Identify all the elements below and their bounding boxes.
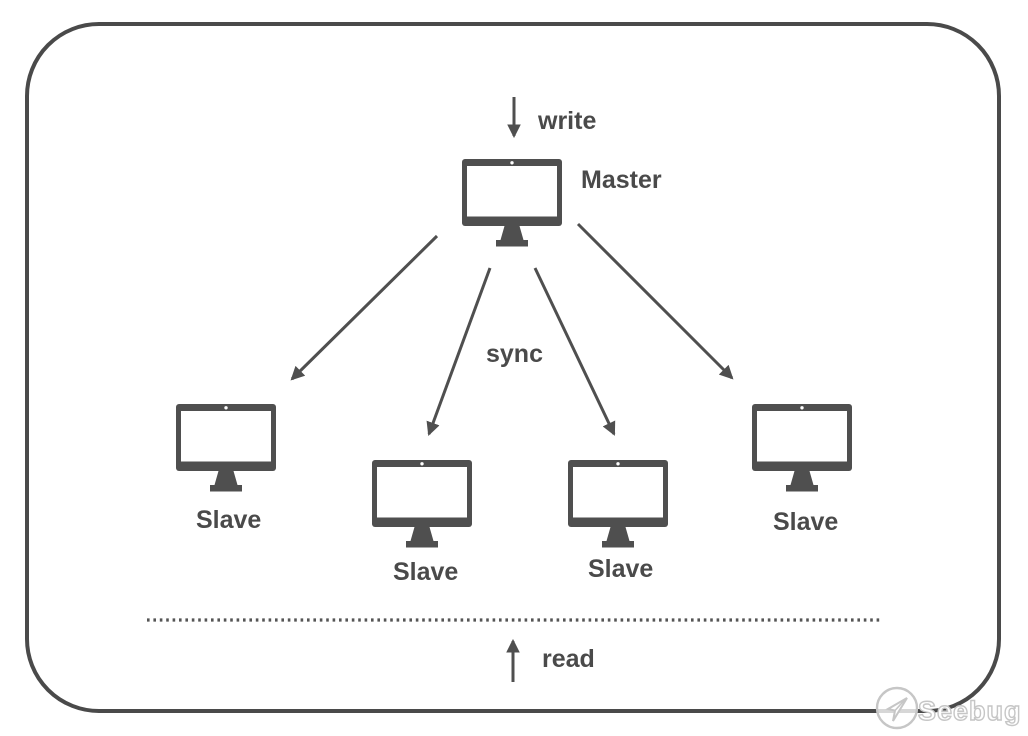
master-label: Master (581, 166, 662, 194)
read-label: read (542, 645, 595, 673)
slave-3-label: Slave (588, 555, 654, 583)
seebug-watermark: Seebug (874, 684, 1022, 732)
master-monitor-icon (462, 159, 562, 247)
slave-4-monitor-icon (752, 404, 852, 492)
seebug-logo-icon (875, 686, 919, 730)
sync-label: sync (486, 340, 543, 368)
slave-1-label: Slave (196, 506, 262, 534)
sync-arrow-2 (426, 267, 492, 436)
slave-2-monitor-icon (372, 460, 472, 548)
sync-arrow-1 (290, 234, 439, 381)
slave-2-label: Slave (393, 558, 459, 586)
write-label: write (538, 107, 597, 135)
slave-3-monitor-icon (568, 460, 668, 548)
sync-arrow-4 (576, 222, 734, 380)
diagram-frame-border (25, 22, 1001, 713)
sync-arrow-3 (533, 267, 616, 436)
seebug-watermark-text: Seebug (917, 695, 1022, 726)
slave-4-label: Slave (773, 508, 839, 536)
slave-1-monitor-icon (176, 404, 276, 492)
